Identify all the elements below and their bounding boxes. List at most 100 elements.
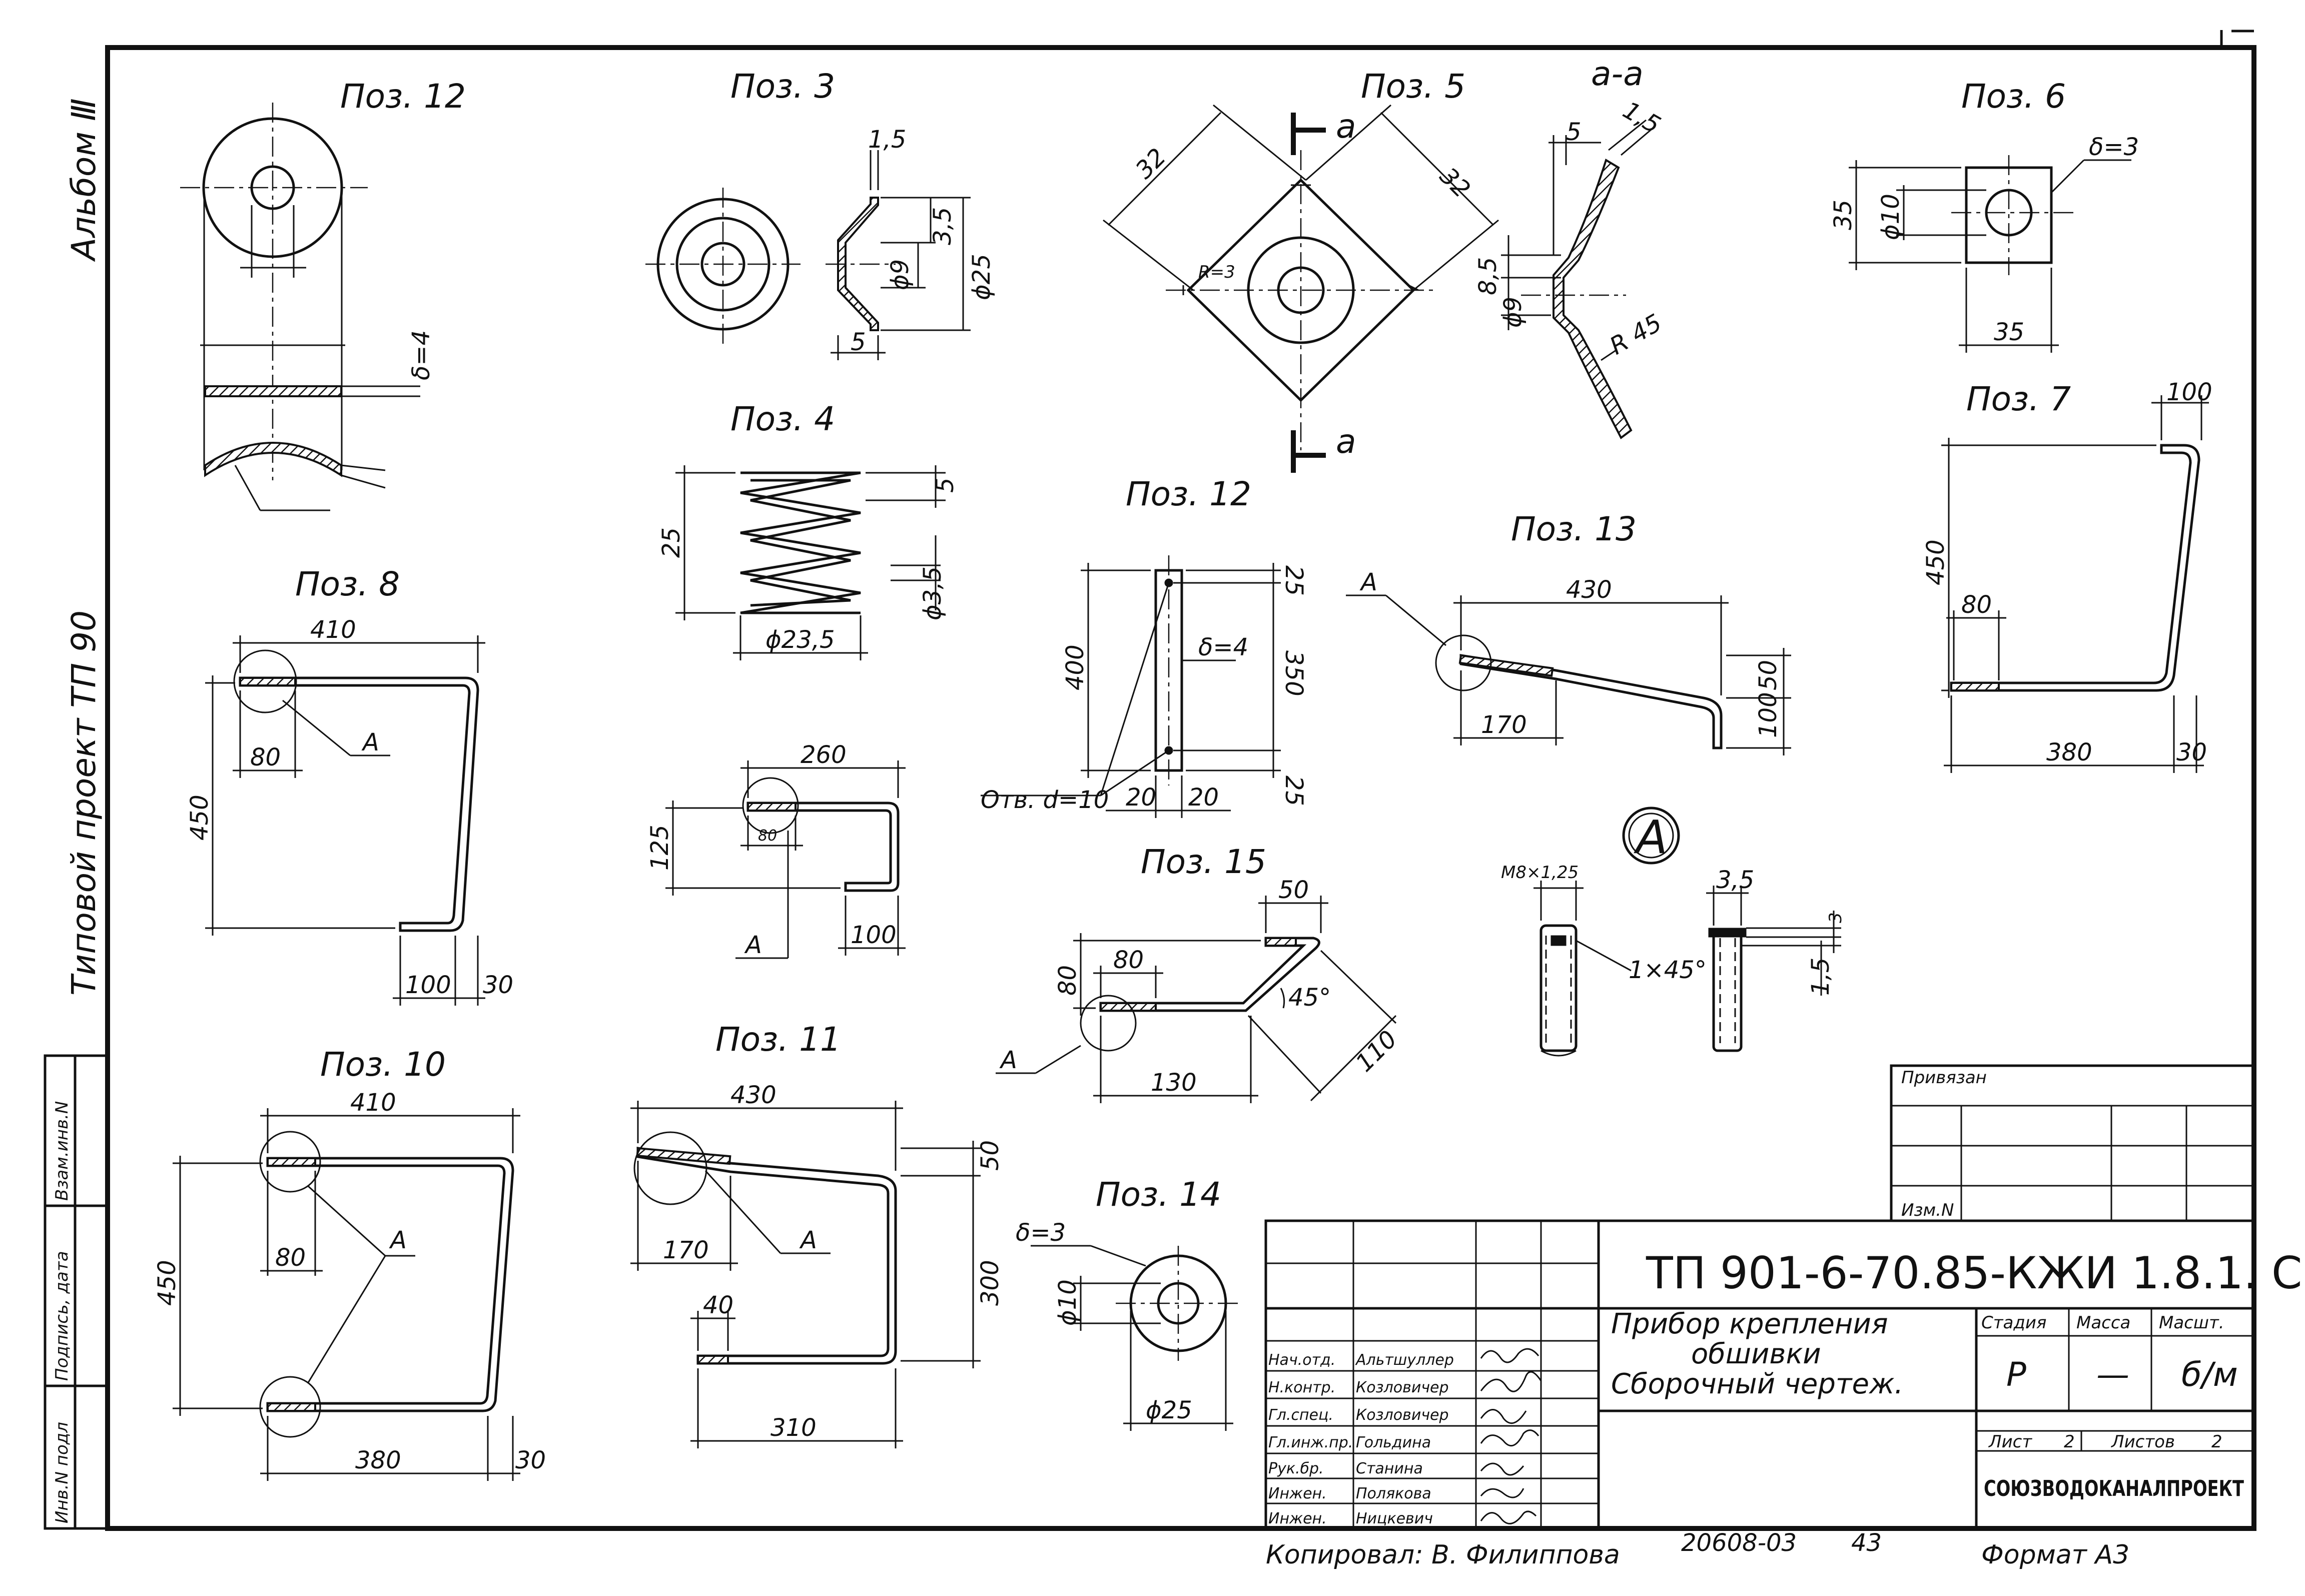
col-mass: Масса bbox=[2076, 1313, 2130, 1333]
poz-5-section-height: 8,5 bbox=[1474, 257, 1502, 295]
poz-3-thickness: 1,5 bbox=[868, 126, 906, 154]
view-poz-15: Поз. 15 А 50 80 80 45° 110 130 bbox=[996, 843, 1402, 1103]
poz-4-pitch: 5 bbox=[931, 477, 959, 493]
poz-6-height: 35 bbox=[1829, 200, 1857, 230]
poz-7-width: 380 bbox=[2046, 738, 2092, 766]
poz-14-hole: ϕ10 bbox=[1054, 1279, 1082, 1326]
val-scale: б/м bbox=[2181, 1355, 2238, 1394]
poz-5-radius: R=3 bbox=[1198, 262, 1235, 282]
poz-5-section-thickness: 1,5 bbox=[1618, 96, 1665, 140]
poz-10-height: 450 bbox=[153, 1260, 181, 1306]
signature-1 bbox=[1480, 1371, 1542, 1392]
drawing-code: ТП 901-6-70.85-КЖИ 1.8.1. СБ bbox=[1646, 1247, 2305, 1299]
view-poz-9: 260 125 80 А 100 bbox=[646, 741, 906, 959]
detail-a-thickness: 3 bbox=[1826, 912, 1846, 923]
signature-0 bbox=[1480, 1348, 1540, 1363]
view-poz-11: Поз. 11 А 430 50 300 170 40 310 bbox=[630, 1020, 1004, 1448]
poz-15-height: 80 bbox=[1054, 965, 1082, 996]
project-label: Типовой проект ТП 90 bbox=[65, 610, 103, 996]
page-number: 43 bbox=[1851, 1529, 1882, 1557]
poz-8-seg: 80 bbox=[250, 743, 281, 771]
sheet-num: 2 bbox=[2064, 1432, 2075, 1452]
poz-13-seg: 170 bbox=[1481, 711, 1527, 739]
poz-10-width: 410 bbox=[350, 1089, 396, 1117]
col-stage: Стадия bbox=[1981, 1313, 2046, 1333]
poz-9-detail: А bbox=[744, 931, 762, 959]
detail-a-thread: M8×1,25 bbox=[1501, 863, 1579, 883]
poz-12-w1: 20 bbox=[1126, 783, 1156, 812]
poz-11-seg: 170 bbox=[663, 1236, 709, 1264]
poz-5-cut-top: а bbox=[1336, 107, 1356, 146]
poz-8-bottom: 100 bbox=[405, 971, 451, 999]
poz-9-height: 125 bbox=[646, 825, 674, 871]
poz-4-title: Поз. 4 bbox=[730, 400, 835, 438]
poz-7-height: 450 bbox=[1922, 539, 1950, 585]
view-poz-5: Поз. 5 а-а а а 32 32 R=3 5 1,5 bbox=[1103, 55, 1667, 473]
poz-5-side-1: 32 bbox=[1130, 143, 1172, 185]
revision-box: Привязан Изм.N bbox=[1890, 1064, 2255, 1222]
role-4: Рук.бр. bbox=[1268, 1460, 1324, 1477]
poz-14-title: Поз. 14 bbox=[1096, 1175, 1221, 1214]
poz-10-detail: А bbox=[389, 1226, 407, 1254]
drawing-name-3: Сборочный чертеж. bbox=[1611, 1368, 1903, 1400]
poz-14-outer: ϕ25 bbox=[1146, 1396, 1192, 1424]
poz-1-2-title: Поз. 12 bbox=[340, 77, 466, 116]
poz-6-hole: ϕ10 bbox=[1877, 194, 1905, 240]
poz-4-diameter: ϕ23,5 bbox=[765, 626, 835, 654]
drawing-name-1: Прибор крепления bbox=[1611, 1308, 1888, 1340]
poz-15-angle: 45° bbox=[1288, 984, 1331, 1012]
stamp-signature-date: Подпись, дата bbox=[52, 1251, 72, 1381]
view-poz-13: Поз. 13 А 430 170 50 100 bbox=[1346, 510, 1791, 755]
name-1: Козловичер bbox=[1356, 1379, 1449, 1396]
poz-10-seg: 80 bbox=[275, 1244, 306, 1272]
view-poz-7: Поз. 7 100 450 80 380 30 bbox=[1922, 378, 2212, 773]
view-poz-1-2: Поз. 12 δ=4 bbox=[180, 77, 466, 511]
name-4: Станина bbox=[1356, 1460, 1423, 1477]
poz-1-2-thickness: δ=4 bbox=[407, 330, 435, 380]
role-6: Инжен. bbox=[1268, 1510, 1327, 1527]
revision-header: Привязан bbox=[1901, 1068, 1987, 1088]
poz-7-seg: 80 bbox=[1961, 591, 1992, 619]
detail-a-width: 3,5 bbox=[1716, 866, 1754, 894]
poz-13-detail: А bbox=[1359, 568, 1377, 596]
view-poz-4: Поз. 4 25 5 ϕ3,5 ϕ23,5 bbox=[657, 400, 959, 660]
poz-8-detail: А bbox=[361, 728, 379, 756]
name-3: Гольдина bbox=[1356, 1434, 1431, 1451]
poz-13-height: 100 bbox=[1754, 692, 1782, 738]
poz-15-seg: 80 bbox=[1113, 946, 1144, 974]
poz-12-mid: 350 bbox=[1280, 650, 1308, 696]
poz-13-rise: 50 bbox=[1754, 660, 1782, 690]
title-block: ТП 901-6-70.85-КЖИ 1.8.1. СБ Прибор креп… bbox=[1264, 1219, 2305, 1530]
poz-10-end: 30 bbox=[515, 1446, 546, 1474]
poz-5-cut-bottom: а bbox=[1336, 422, 1356, 461]
poz-8-end: 30 bbox=[483, 971, 513, 999]
poz-12-title: Поз. 12 bbox=[1126, 475, 1251, 513]
poz-3-title: Поз. 3 bbox=[730, 67, 835, 106]
poz-5-section-width: 5 bbox=[1566, 118, 1582, 146]
val-stage: Р bbox=[2006, 1355, 2026, 1394]
poz-4-height: 25 bbox=[657, 527, 685, 558]
view-poz-3: Поз. 3 1,5 ϕ25 3,5 ϕ9 5 bbox=[645, 67, 996, 360]
sheets-label: Листов bbox=[2110, 1432, 2175, 1452]
view-poz-12: Поз. 12 400 25 350 25 δ=4 Отв. d=10 20 2… bbox=[981, 475, 1308, 818]
poz-3-width: 5 bbox=[851, 328, 866, 356]
poz-9-seg: 80 bbox=[758, 827, 777, 845]
poz-9-width: 260 bbox=[801, 741, 847, 769]
signature-4 bbox=[1480, 1462, 1524, 1476]
poz-12-w2: 20 bbox=[1188, 783, 1219, 812]
order-number: 20608-03 bbox=[1681, 1529, 1797, 1557]
stamp-inv-original: Инв.N подл bbox=[52, 1422, 72, 1523]
name-5: Полякова bbox=[1356, 1485, 1431, 1502]
role-0: Нач.отд. bbox=[1268, 1351, 1335, 1369]
copied-by: Копировал: В. Филиппова bbox=[1266, 1540, 1620, 1570]
poz-6-width: 35 bbox=[1994, 318, 2024, 346]
poz-8-width: 410 bbox=[310, 616, 356, 644]
poz-7-end: 30 bbox=[2176, 738, 2207, 766]
poz-11-title: Поз. 11 bbox=[715, 1020, 841, 1059]
sheet-footer: Копировал: В. Филиппова 20608-03 43 Форм… bbox=[1266, 1529, 2129, 1570]
poz-6-thickness: δ=3 bbox=[2089, 133, 2139, 161]
poz-11-bottom: 310 bbox=[771, 1414, 817, 1442]
poz-10-title: Поз. 10 bbox=[320, 1045, 446, 1084]
sheets-num: 2 bbox=[2211, 1432, 2222, 1452]
signature-6 bbox=[1480, 1510, 1537, 1524]
